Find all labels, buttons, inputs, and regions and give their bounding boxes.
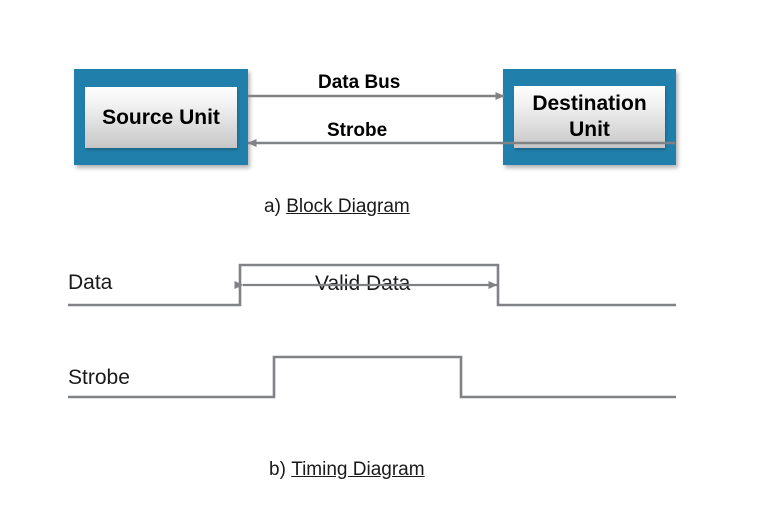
caption-block-diagram: a) Block Diagram	[264, 196, 410, 218]
strobe-label: Strobe	[327, 120, 388, 141]
caption-a-text: Block Diagram	[286, 196, 410, 217]
caption-b-prefix: b)	[269, 459, 286, 480]
caption-b-text: Timing Diagram	[291, 459, 425, 480]
valid-data-label: Valid Data	[308, 272, 418, 296]
destination-unit-label: Destination Unit	[514, 86, 665, 148]
caption-timing-diagram: b) Timing Diagram	[269, 459, 425, 481]
strobe-waveform-label: Strobe	[68, 366, 130, 389]
source-unit-label: Source Unit	[85, 87, 237, 148]
caption-a-prefix: a)	[264, 196, 281, 217]
data-bus-label: Data Bus	[318, 72, 401, 93]
source-unit-box: Source Unit	[74, 69, 248, 165]
destination-unit-box: Destination Unit	[503, 69, 676, 165]
data-waveform-label: Data	[68, 271, 113, 294]
strobe-waveform	[68, 355, 676, 399]
